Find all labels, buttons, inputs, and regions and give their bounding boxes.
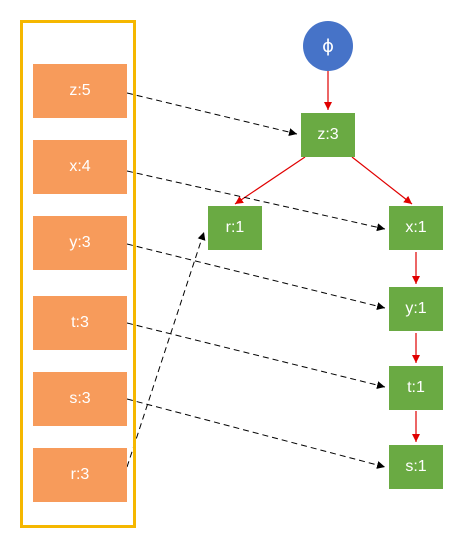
tree-edge-z-r — [234, 156, 306, 205]
node-link-y — [126, 243, 386, 310]
header-item-z: z:5 — [33, 64, 127, 118]
header-item-y: y:3 — [33, 216, 127, 270]
tree-node-y: y:1 — [389, 287, 443, 331]
node-link-z — [126, 92, 298, 137]
tree-node-x: x:1 — [389, 206, 443, 250]
header-table — [20, 20, 136, 528]
node-link-r — [126, 231, 206, 468]
tree-node-r: r:1 — [208, 206, 262, 250]
node-link-x — [126, 170, 386, 232]
tree-node-s: s:1 — [389, 445, 443, 489]
header-item-r: r:3 — [33, 448, 127, 502]
header-item-t: t:3 — [33, 296, 127, 350]
tree-edge-z-x — [351, 156, 413, 205]
tree-node-t: t:1 — [389, 366, 443, 410]
header-item-x: x:4 — [33, 140, 127, 194]
tree-node-z: z:3 — [301, 113, 355, 157]
header-item-s: s:3 — [33, 372, 127, 426]
tree-root-node: ϕ — [303, 21, 353, 71]
node-link-t — [126, 322, 386, 389]
node-link-s — [126, 398, 386, 469]
